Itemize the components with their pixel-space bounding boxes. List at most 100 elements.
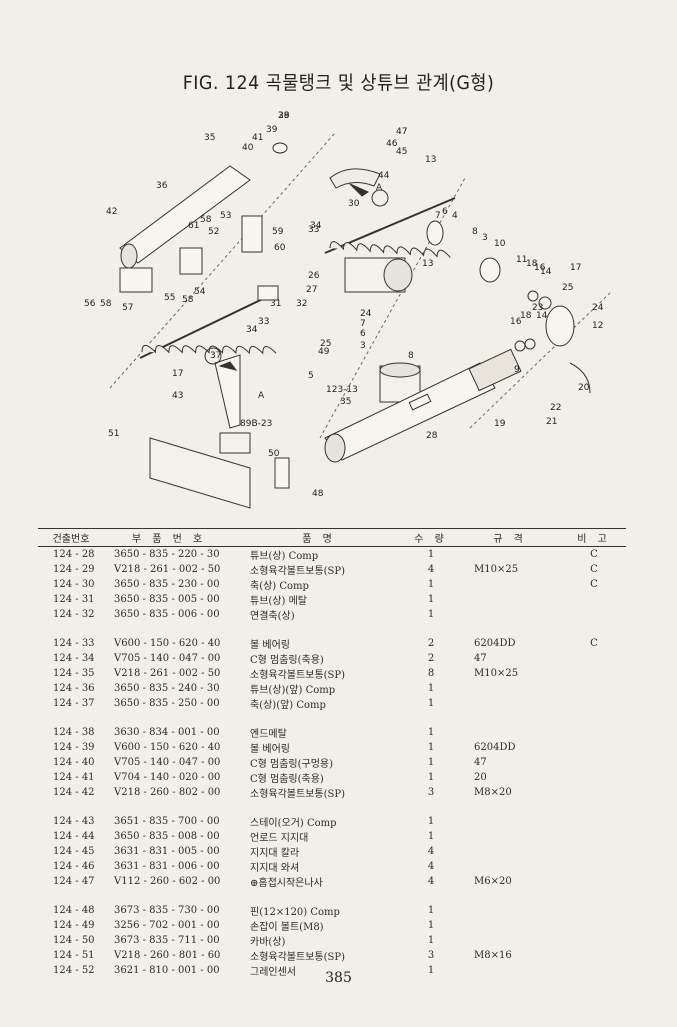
cell-ref: 124 - 33 [53, 638, 95, 649]
cell-name: 튜브(상) Comp [250, 551, 319, 562]
cell-ref: 124 - 42 [53, 787, 95, 798]
callout-label: 37 [210, 351, 221, 361]
callout-label: 42 [106, 207, 117, 217]
cell-name: 그레인센서 [250, 967, 296, 978]
cell-spec [458, 859, 562, 874]
cell-note [562, 859, 626, 874]
cell-ref: 124 - 49 [53, 920, 95, 931]
callout-label: 7 [360, 319, 366, 329]
callout-label: 7 [435, 211, 441, 221]
cell-note: C [590, 579, 598, 590]
cell-spec: M8×16 [474, 950, 512, 961]
cell-ref: 124 - 52 [53, 965, 95, 976]
callout-label: 61 [188, 221, 199, 231]
cell-note [562, 681, 626, 696]
cell-ref: 124 - 48 [53, 905, 95, 916]
cell-part-no: 3631 - 831 - 005 - 00 [114, 846, 220, 857]
cell-spec: 6204DD [474, 742, 516, 753]
callout-label: A [376, 183, 383, 193]
cell-part-no: 3650 - 835 - 006 - 00 [114, 609, 220, 620]
cell-part-no: 3651 - 835 - 700 - 00 [114, 816, 220, 827]
cell-name: ⊕홈접시작은나사 [250, 878, 323, 889]
cell-spec [458, 696, 562, 711]
cell-spec [458, 918, 562, 933]
cell-spec [458, 829, 562, 844]
cell-part-no: 3630 - 834 - 001 - 00 [114, 727, 220, 738]
callout-label: 6 [442, 207, 448, 217]
cell-note [562, 948, 626, 963]
callout-label: 10 [494, 239, 506, 249]
cell-name: 소형육각볼트보통(SP) [250, 789, 345, 800]
callout-label: 17 [570, 263, 581, 273]
callout-label: 35 [204, 133, 215, 143]
cell-ref: 124 - 34 [53, 653, 95, 664]
cell-ref: 124 - 45 [53, 846, 95, 857]
table-row: 124 - 42 V218 - 260 - 802 - 00 소형육각볼트보통(SP… [38, 785, 626, 800]
cell-ref: 124 - 46 [53, 861, 95, 872]
callout-label: 14 [540, 267, 552, 277]
callout-label: 20 [578, 383, 590, 393]
cell-part-no: V218 - 260 - 802 - 00 [114, 787, 221, 798]
cell-part-no: V112 - 260 - 602 - 00 [114, 876, 221, 887]
cell-note: C [590, 549, 598, 560]
cell-note [562, 918, 626, 933]
callout-label: 31 [270, 299, 281, 309]
cell-spec [458, 577, 562, 592]
callout-label: 33 [308, 225, 319, 235]
cell-spec: 47 [474, 757, 487, 768]
callout-label: 49 [318, 347, 330, 357]
cell-spec: 47 [474, 653, 487, 664]
callout-label: 19 [494, 419, 506, 429]
cell-note [562, 740, 626, 755]
cell-qty: 1 [427, 920, 435, 931]
cell-qty: 4 [427, 876, 435, 887]
cell-part-no: 3256 - 702 - 001 - 00 [114, 920, 220, 931]
cell-part-no: 3650 - 835 - 220 - 30 [114, 549, 220, 560]
cell-part-no: 3673 - 835 - 711 - 00 [114, 935, 220, 946]
group-spacer [38, 622, 626, 636]
cell-part-no: 3650 - 835 - 005 - 00 [114, 594, 220, 605]
cell-spec [458, 903, 562, 918]
cell-qty: 4 [427, 861, 435, 872]
cell-part-no: V600 - 150 - 620 - 40 [114, 742, 221, 753]
callout-label: 28 [426, 431, 438, 441]
callout-label: 21 [546, 417, 557, 427]
cell-note [562, 696, 626, 711]
callout-label: 13 [422, 259, 433, 269]
cell-part-no: 3650 - 835 - 250 - 00 [114, 698, 220, 709]
callout-label: 36 [156, 181, 168, 191]
callout-label: 24 [360, 309, 372, 319]
callout-label: 40 [242, 143, 254, 153]
cell-part-no: V218 - 260 - 801 - 60 [114, 950, 221, 961]
cell-qty: 4 [427, 564, 435, 575]
figure-title: FIG. 124 곡물탱크 및 상튜브 관계(G형) [182, 72, 495, 94]
callout-label: 58 [200, 215, 212, 225]
callout-label: 34 [246, 325, 258, 335]
cell-name: 지지대 칼라 [250, 848, 300, 859]
cell-name: C형 멈춤링(구멍용) [250, 759, 334, 770]
lower-tube [324, 348, 522, 463]
callout-label: 45 [396, 147, 407, 157]
callout-label: 53 [220, 211, 231, 221]
cell-ref: 124 - 32 [53, 609, 95, 620]
callout-label: A [258, 391, 265, 401]
cell-spec: 6204DD [474, 638, 516, 649]
col-header-name: 품 명 [234, 528, 404, 547]
callout-label: 60 [274, 243, 286, 253]
callout-label: 25 [562, 283, 573, 293]
callout-label: 44 [378, 171, 390, 181]
cell-part-no: V218 - 261 - 002 - 50 [114, 564, 221, 575]
cell-qty: 1 [427, 742, 435, 753]
cell-qty: 1 [427, 549, 435, 560]
cell-ref: 124 - 35 [53, 668, 95, 679]
cell-part-no: 3631 - 831 - 006 - 00 [114, 861, 220, 872]
